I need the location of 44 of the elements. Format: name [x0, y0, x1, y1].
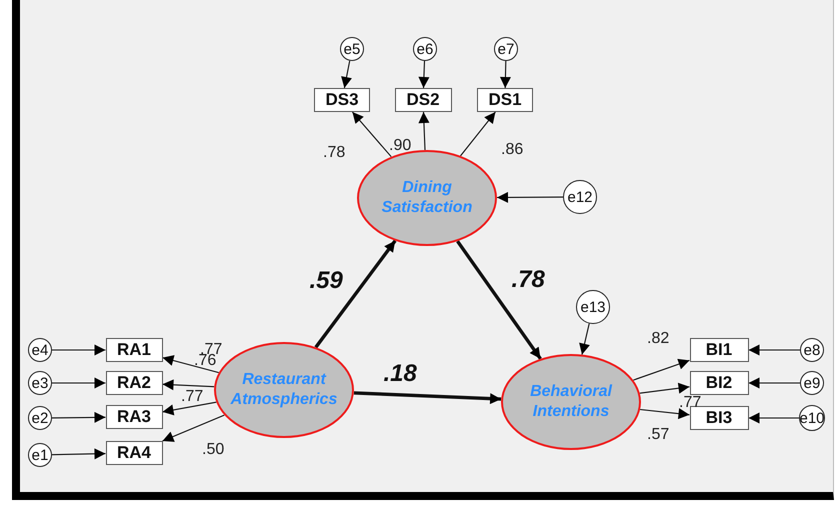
arrow: [460, 112, 496, 156]
indicator-box: BI2: [690, 371, 748, 395]
arrow: [748, 412, 799, 424]
arrow: [748, 378, 800, 388]
factor-loading: .77: [181, 389, 204, 405]
indicator-box: RA2: [106, 371, 162, 395]
path-coefficient: .18: [384, 362, 417, 386]
indicator-box: RA1: [106, 338, 162, 362]
arrow: [162, 414, 225, 442]
arrow: [52, 378, 106, 388]
path-coefficient: .59: [310, 269, 343, 293]
arrow: [579, 323, 590, 355]
indicator-box: RA4: [106, 441, 162, 465]
arrow: [456, 240, 542, 360]
factor-loading: .86: [501, 142, 524, 158]
indicator-box: RA3: [106, 405, 162, 429]
factor-loading: .78: [323, 145, 346, 161]
arrow: [52, 344, 106, 356]
factor-loading: .57: [647, 427, 670, 443]
arrow: [640, 382, 690, 394]
indicator-box: BI3: [690, 406, 748, 430]
factor-loading: .82: [647, 331, 670, 347]
arrow: [500, 60, 511, 88]
arrow: [162, 355, 219, 374]
arrow: [748, 344, 800, 356]
indicator-box: DS2: [394, 88, 452, 112]
indicator-box: BI1: [690, 338, 748, 362]
factor-loading: .50: [202, 442, 224, 458]
arrow: [354, 391, 502, 404]
arrow: [162, 379, 214, 390]
arrow: [640, 408, 690, 420]
arrow: [314, 240, 397, 348]
arrow: [162, 402, 216, 416]
arrow: [633, 358, 690, 381]
arrow: [52, 412, 106, 423]
arrow: [418, 112, 430, 150]
indicator-box: DS1: [477, 88, 533, 112]
arrow: [352, 112, 392, 158]
indicator-box: DS3: [314, 88, 370, 112]
arrow: [52, 448, 106, 460]
arrow: [497, 192, 563, 203]
arrow: [418, 60, 430, 88]
path-coefficient: .78: [512, 268, 545, 292]
arrow: [341, 60, 352, 88]
